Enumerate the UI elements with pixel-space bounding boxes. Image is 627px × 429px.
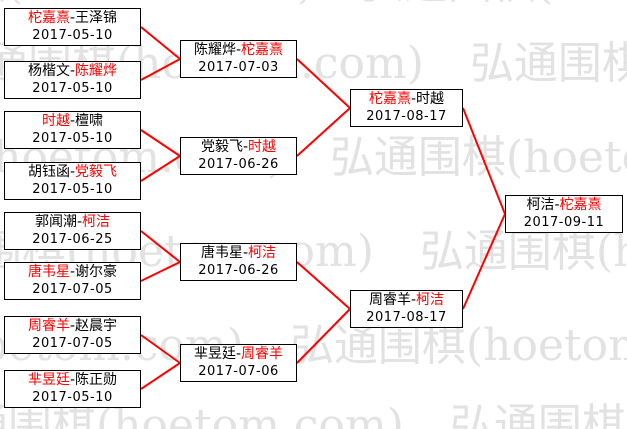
player-name: 周睿羊 <box>241 346 284 362</box>
player-name: 柯洁 <box>248 245 277 261</box>
match-box: 柯洁-柁嘉熹 2017-09-11 <box>505 195 623 233</box>
player-name: 唐韦星 <box>200 245 243 261</box>
match-date: 2017-06-26 <box>198 157 279 172</box>
name-separator: - <box>69 63 76 79</box>
player-name: 芈昱廷 <box>193 346 236 362</box>
match-pairing: 陈耀烨-柁嘉熹 <box>194 41 283 59</box>
match-box: 芈昱廷-周睿羊 2017-07-06 <box>180 344 297 382</box>
match-box: 杨楷文-陈耀烨 2017-05-10 <box>4 61 141 99</box>
match-date: 2017-05-10 <box>32 28 113 43</box>
name-separator: - <box>76 214 83 230</box>
match-box: 胡钰函-党毅飞 2017-05-10 <box>4 162 141 200</box>
player-name: 周睿羊 <box>368 292 411 308</box>
match-pairing: 唐韦星-谢尔豪 <box>28 263 117 281</box>
name-separator: - <box>242 245 249 261</box>
match-box: 周睿羊-赵晨宇 2017-07-05 <box>4 316 141 354</box>
match-date: 2017-08-17 <box>366 109 447 124</box>
match-date: 2017-05-10 <box>32 81 113 96</box>
match-pairing: 柁嘉熹-王泽锦 <box>28 9 117 27</box>
name-separator: - <box>242 139 249 155</box>
watermark-text: 弘通围棋(hoetom.com)弘通围棋(hoetom.com)弘通围棋(hoe… <box>0 0 627 6</box>
match-date: 2017-05-10 <box>32 390 113 405</box>
player-name: 檀啸 <box>75 113 104 129</box>
match-box: 芈昱廷-陈正勋 2017-05-10 <box>4 370 141 408</box>
name-separator: - <box>69 264 76 280</box>
match-pairing: 芈昱廷-陈正勋 <box>28 371 117 389</box>
player-name: 柯洁 <box>82 214 111 230</box>
match-box: 时越-檀啸 2017-05-10 <box>4 111 141 149</box>
name-separator: - <box>410 91 417 107</box>
player-name: 胡钰函 <box>27 164 70 180</box>
match-box: 郭闻潮-柯洁 2017-06-25 <box>4 212 141 250</box>
match-pairing: 杨楷文-陈耀烨 <box>28 62 117 80</box>
match-pairing: 时越-檀啸 <box>42 112 103 130</box>
match-pairing: 唐韦星-柯洁 <box>201 244 276 262</box>
player-name: 柁嘉熹 <box>559 197 602 213</box>
player-name: 柯洁 <box>416 292 445 308</box>
match-pairing: 郭闻潮-柯洁 <box>35 213 110 231</box>
match-date: 2017-08-17 <box>366 310 447 325</box>
name-separator: - <box>410 292 417 308</box>
match-pairing: 周睿羊-赵晨宇 <box>28 317 117 335</box>
name-separator: - <box>69 113 76 129</box>
match-pairing: 胡钰函-党毅飞 <box>28 163 117 181</box>
player-name: 党毅飞 <box>75 164 118 180</box>
match-date: 2017-06-26 <box>198 263 279 278</box>
match-box: 柁嘉熹-王泽锦 2017-05-10 <box>4 8 141 46</box>
match-pairing: 柯洁-柁嘉熹 <box>526 196 601 214</box>
name-separator: - <box>69 318 76 334</box>
name-separator: - <box>235 42 242 58</box>
player-name: 郭闻潮 <box>34 214 77 230</box>
match-box: 周睿羊-柯洁 2017-08-17 <box>350 290 463 328</box>
match-date: 2017-05-10 <box>32 182 113 197</box>
player-name: 周睿羊 <box>27 318 70 334</box>
match-date: 2017-09-11 <box>523 215 605 230</box>
player-name: 杨楷文 <box>27 63 70 79</box>
player-name: 芈昱廷 <box>27 372 70 388</box>
match-box: 唐韦星-柯洁 2017-06-26 <box>180 243 297 281</box>
player-name: 党毅飞 <box>200 139 243 155</box>
player-name: 唐韦星 <box>27 264 70 280</box>
player-name: 时越 <box>41 113 70 129</box>
name-separator: - <box>69 372 76 388</box>
match-date: 2017-07-05 <box>32 336 113 351</box>
match-pairing: 芈昱廷-周睿羊 <box>194 345 283 363</box>
match-box: 唐韦星-谢尔豪 2017-07-05 <box>4 262 141 300</box>
match-date: 2017-06-25 <box>32 232 113 247</box>
player-name: 柁嘉熹 <box>27 10 70 26</box>
player-name: 柁嘉熹 <box>368 91 411 107</box>
match-date: 2017-07-06 <box>198 364 279 379</box>
match-date: 2017-07-05 <box>32 282 113 297</box>
match-pairing: 党毅飞-时越 <box>201 138 276 156</box>
player-name: 时越 <box>416 91 445 107</box>
player-name: 谢尔豪 <box>75 264 118 280</box>
player-name: 时越 <box>248 139 277 155</box>
match-box: 党毅飞-时越 2017-06-26 <box>180 137 297 175</box>
player-name: 柁嘉熹 <box>241 42 284 58</box>
match-box: 柁嘉熹-时越 2017-08-17 <box>350 89 463 127</box>
match-box: 陈耀烨-柁嘉熹 2017-07-03 <box>180 40 297 78</box>
match-date: 2017-05-10 <box>32 131 113 146</box>
match-pairing: 柁嘉熹-时越 <box>369 90 444 108</box>
player-name: 赵晨宇 <box>75 318 118 334</box>
match-pairing: 周睿羊-柯洁 <box>369 291 444 309</box>
player-name: 王泽锦 <box>75 10 118 26</box>
player-name: 柯洁 <box>526 197 555 213</box>
name-separator: - <box>235 346 242 362</box>
name-separator: - <box>69 164 76 180</box>
player-name: 陈正勋 <box>75 372 118 388</box>
player-name: 陈耀烨 <box>75 63 118 79</box>
player-name: 陈耀烨 <box>193 42 236 58</box>
name-separator: - <box>69 10 76 26</box>
name-separator: - <box>554 197 560 213</box>
match-date: 2017-07-03 <box>198 60 279 75</box>
